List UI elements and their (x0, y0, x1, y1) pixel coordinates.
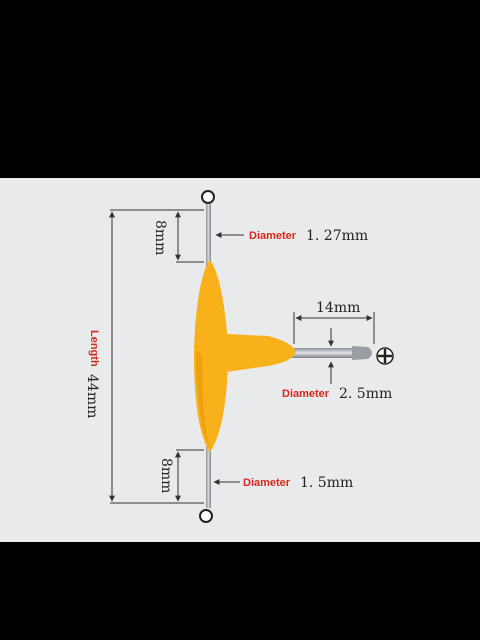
top-shaft (206, 204, 211, 268)
top-segment-value: 8mm (152, 220, 168, 255)
tip-diameter-value: 2. 5mm (339, 386, 392, 402)
bottom-diameter-value: 1. 5mm (300, 475, 353, 491)
hex-end-bottom-icon (199, 509, 213, 523)
bottom-segment-dimension (175, 449, 204, 502)
top-segment-dimension (175, 211, 204, 263)
length-dimension (109, 209, 204, 504)
tip-length-value: 14mm (316, 300, 360, 316)
top-diameter-word: Diameter (249, 230, 297, 242)
tip-shaft (292, 348, 354, 358)
phillips-tip-icon (376, 347, 394, 365)
top-diameter-value: 1. 27mm (306, 228, 368, 244)
tip-diameter-word: Diameter (282, 388, 330, 400)
length-word: Length (88, 330, 100, 367)
phillips-tip (352, 346, 372, 360)
total-length-value: 44mm (84, 374, 100, 418)
bottom-shaft (206, 446, 211, 508)
bottom-segment-value: 8mm (158, 458, 174, 493)
bottom-diameter-word: Diameter (243, 477, 291, 489)
hex-end-top-icon (201, 190, 215, 204)
tip-length-dimension (293, 312, 375, 344)
yellow-handle (194, 260, 296, 452)
